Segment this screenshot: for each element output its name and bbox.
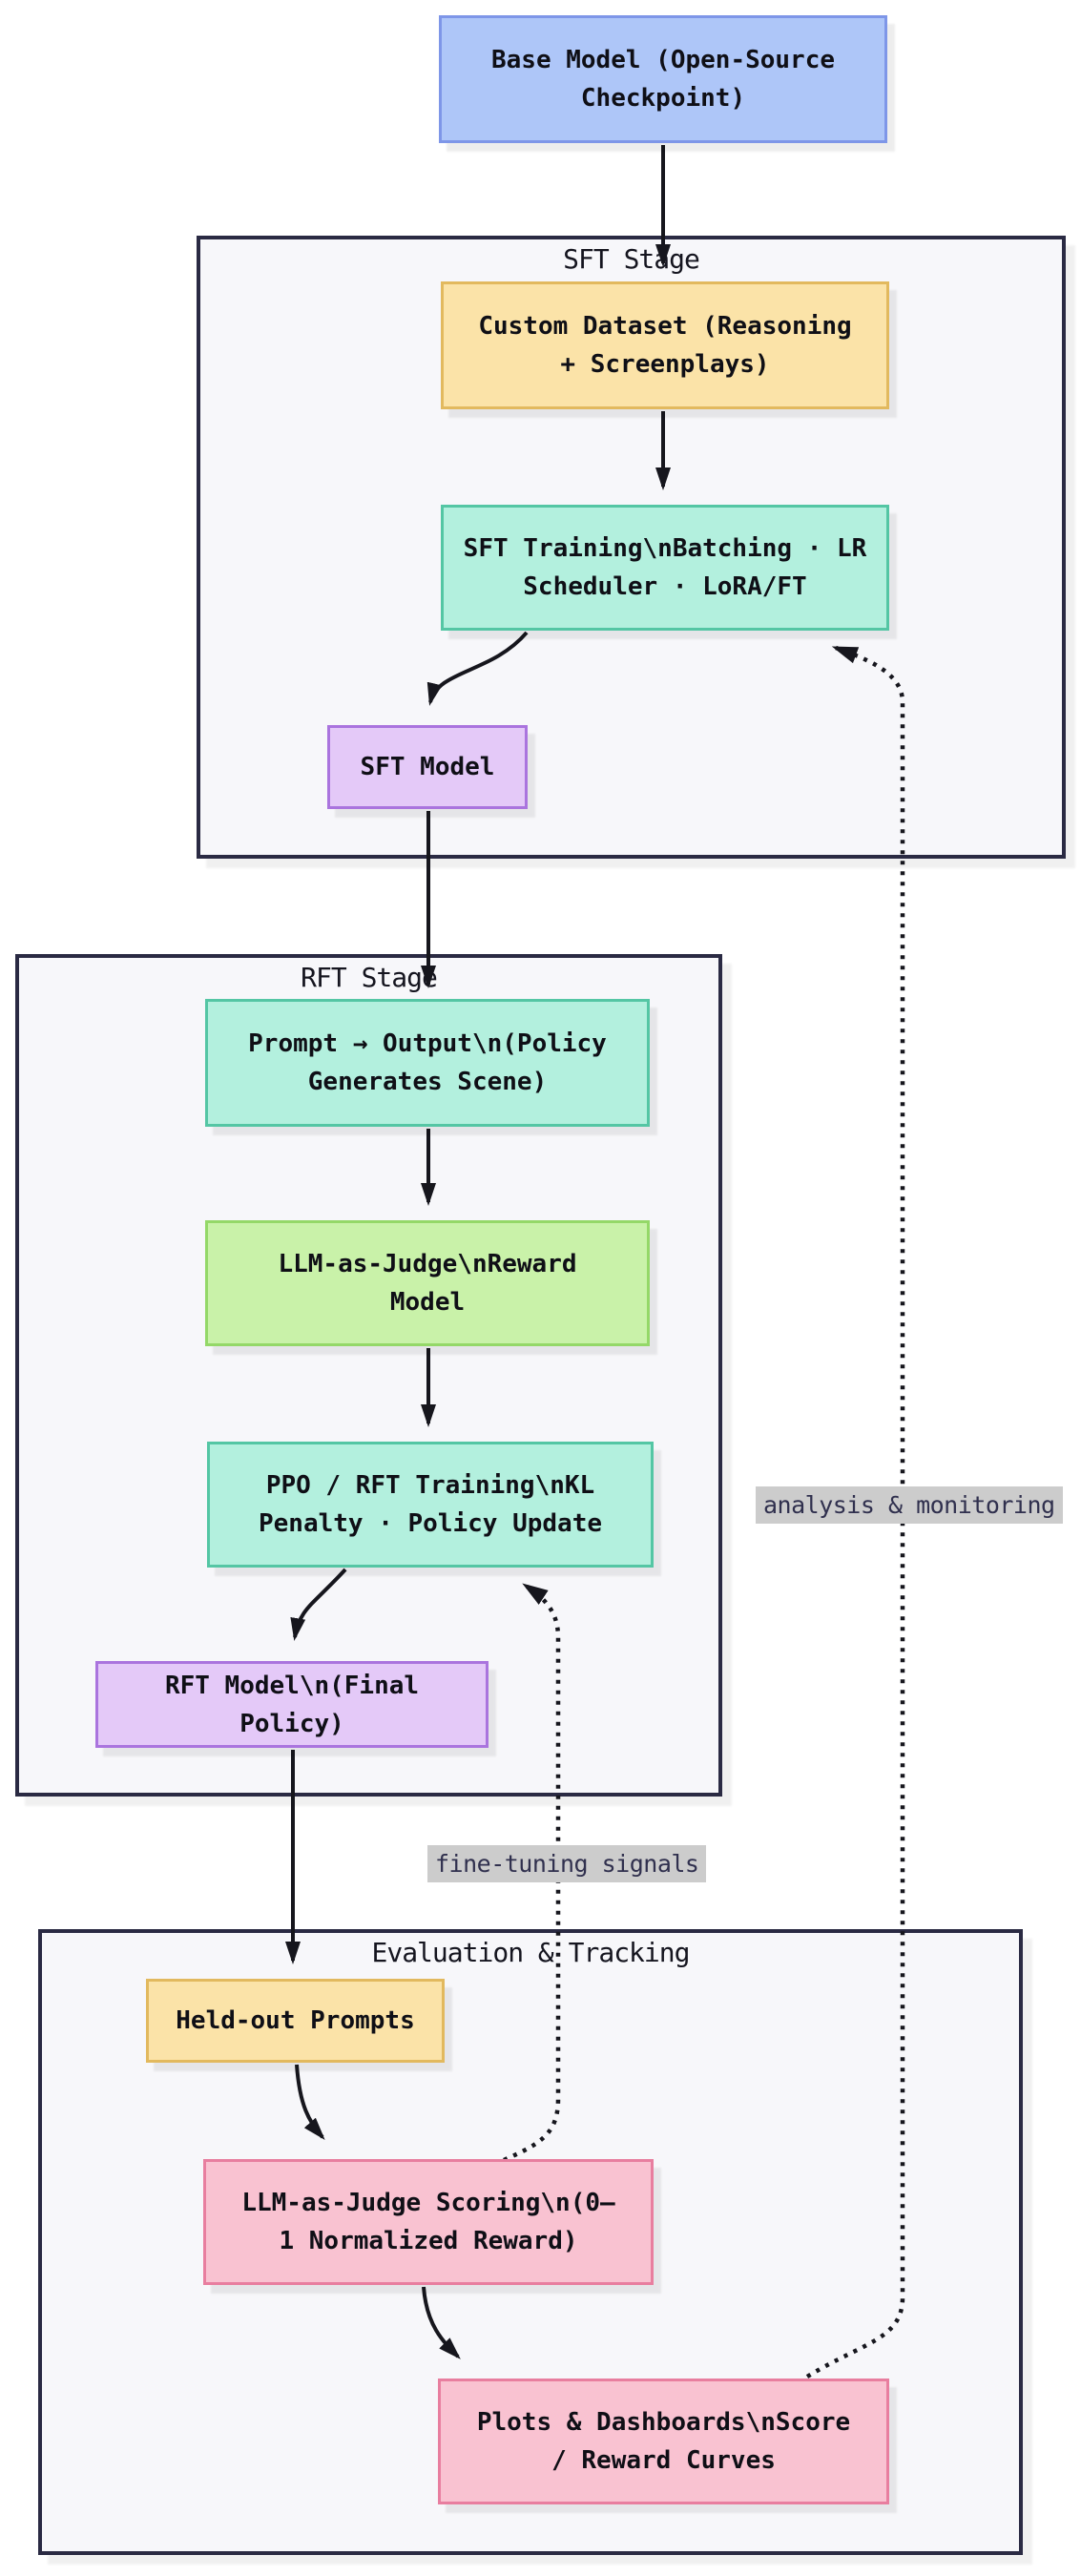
node-held-out-prompts-label: Held-out Prompts [176, 2006, 415, 2035]
node-plots-dashboards: Plots & Dashboards\nScore / Reward Curve… [438, 2379, 889, 2504]
node-sft-model: SFT Model [327, 725, 528, 809]
node-llm-as-judge-scoring: LLM-as-Judge Scoring\n(0–1 Normalized Re… [203, 2159, 654, 2285]
node-held-out-prompts: Held-out Prompts [146, 1979, 445, 2063]
node-ppo-rft-training: PPO / RFT Training\nKL Penalty · Policy … [207, 1442, 654, 1568]
node-custom-dataset-label: Custom Dataset (Reasoning + Screenplays) [478, 312, 852, 379]
node-ppo-rft-training-label: PPO / RFT Training\nKL Penalty · Policy … [258, 1471, 603, 1538]
node-sft-model-label: SFT Model [360, 753, 495, 781]
node-plots-dashboards-label: Plots & Dashboards\nScore / Reward Curve… [476, 2408, 851, 2475]
node-rft-model-label: RFT Model\n(Final Policy) [164, 1671, 420, 1738]
container-label-rft-stage: RFT Stage [301, 962, 438, 993]
node-prompt-output: Prompt → Output\n(Policy Generates Scene… [205, 999, 650, 1127]
edge-label-fine-tuning-signals: fine-tuning signals [427, 1845, 707, 1882]
node-custom-dataset: Custom Dataset (Reasoning + Screenplays) [441, 281, 889, 409]
node-llm-as-judge-reward: LLM-as-Judge\nReward Model [205, 1220, 650, 1346]
node-rft-model: RFT Model\n(Final Policy) [95, 1661, 489, 1748]
node-llm-as-judge-scoring-label: LLM-as-Judge Scoring\n(0–1 Normalized Re… [241, 2189, 615, 2255]
node-base-model-label: Base Model (Open-Source Checkpoint) [490, 46, 836, 113]
container-label-evaluation-tracking: Evaluation & Tracking [371, 1937, 690, 1968]
container-label-sft-stage: SFT Stage [563, 243, 700, 275]
node-base-model: Base Model (Open-Source Checkpoint) [439, 15, 887, 143]
edge-label-analysis-monitoring: analysis & monitoring [756, 1486, 1063, 1524]
node-llm-as-judge-reward-label: LLM-as-Judge\nReward Model [278, 1250, 577, 1317]
node-prompt-output-label: Prompt → Output\n(Policy Generates Scene… [248, 1029, 607, 1096]
node-sft-training: SFT Training\nBatching · LR Scheduler · … [441, 505, 889, 631]
node-sft-training-label: SFT Training\nBatching · LR Scheduler · … [463, 534, 867, 601]
